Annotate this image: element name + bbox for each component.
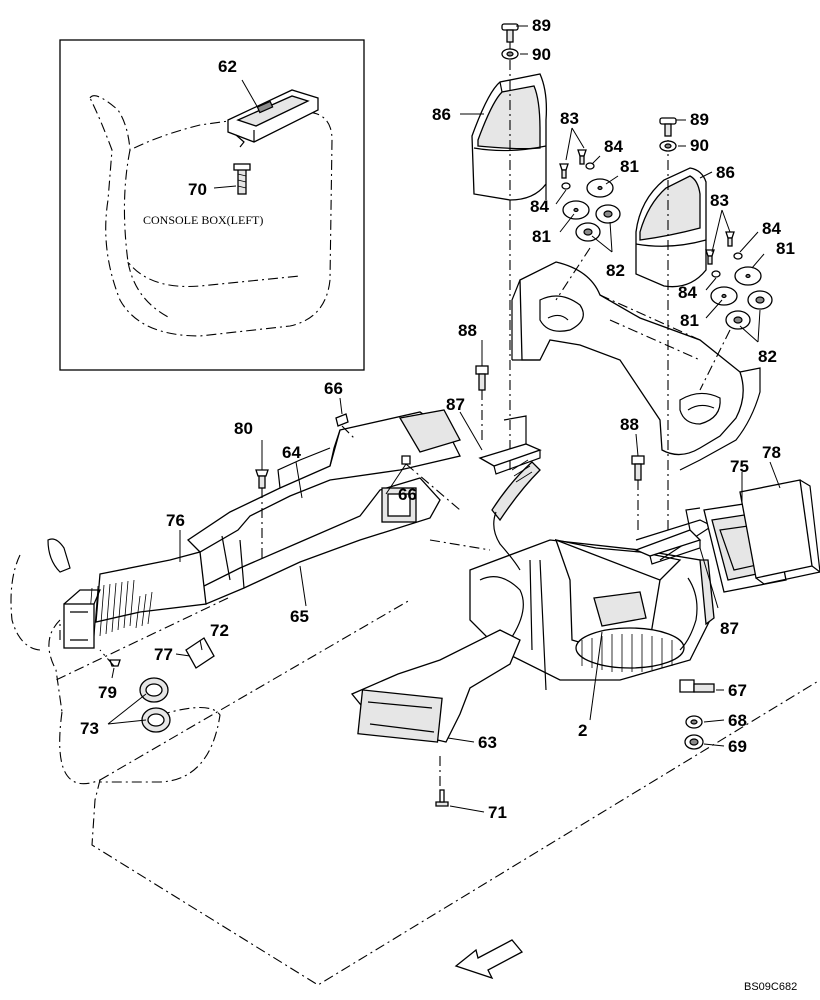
callout-84: 84	[762, 219, 781, 238]
screw-89-left	[501, 23, 519, 43]
inset-frame	[59, 39, 365, 371]
leader-lines	[107, 25, 781, 813]
callout-87: 87	[720, 619, 739, 638]
grommet-73-upper	[139, 677, 169, 703]
cab-upper-frame	[511, 261, 761, 471]
duct-64	[186, 409, 461, 553]
callout-86: 86	[432, 105, 451, 124]
callout-89: 89	[532, 16, 551, 35]
callout-90: 90	[690, 136, 709, 155]
callout-84: 84	[604, 137, 623, 156]
callout-84: 84	[678, 283, 697, 302]
callout-70: 70	[188, 180, 207, 199]
callout-88: 88	[458, 321, 477, 340]
callout-81: 81	[680, 311, 699, 330]
callout-68: 68	[728, 711, 747, 730]
console-box-lower-curve	[127, 261, 171, 319]
callout-89: 89	[690, 110, 709, 129]
duct-76	[47, 538, 207, 649]
console-box-inset: 62 70 CONSOLE BOX(LEFT)	[59, 39, 365, 371]
callout-63: 63	[478, 733, 497, 752]
callout-81: 81	[620, 157, 639, 176]
callout-67: 67	[728, 681, 747, 700]
callout-90: 90	[532, 45, 551, 64]
screw-89-right	[659, 117, 677, 137]
callout-83: 83	[560, 109, 579, 128]
callout-81: 81	[532, 227, 551, 246]
nozzle-fastener-group-left	[559, 149, 621, 242]
inset-label: CONSOLE BOX(LEFT)	[143, 213, 263, 227]
console-box-inner-line	[123, 149, 301, 288]
callout-69: 69	[728, 737, 747, 756]
callout-76: 76	[166, 511, 185, 530]
callout-2: 2	[578, 721, 587, 740]
callout-87: 87	[446, 395, 465, 414]
callout-62: 62	[218, 57, 237, 76]
callout-71: 71	[488, 803, 507, 822]
defroster-nozzle-86-right	[635, 140, 707, 530]
screw-70	[233, 163, 251, 195]
grommet-73-lower	[141, 707, 171, 733]
cover-78	[739, 479, 820, 585]
callout-77: 77	[154, 645, 173, 664]
callout-65: 65	[290, 607, 309, 626]
callout-82: 82	[606, 261, 625, 280]
callout-80: 80	[234, 419, 253, 438]
callout-66: 66	[398, 485, 417, 504]
callout-66: 66	[324, 379, 343, 398]
duct-65	[195, 477, 441, 605]
callout-79: 79	[98, 683, 117, 702]
nozzle-fastener-group-right	[705, 231, 773, 330]
callouts: 89 90 86 83 84 81 84 81 82 89 90 86 83 8…	[80, 16, 795, 822]
callout-84: 84	[530, 197, 549, 216]
callout-78: 78	[762, 443, 781, 462]
callout-82: 82	[758, 347, 777, 366]
callout-73: 73	[80, 719, 99, 738]
bracket-87-left	[478, 415, 542, 475]
callout-81: 81	[776, 239, 795, 258]
heater-unit-2	[469, 459, 715, 691]
callout-83: 83	[710, 191, 729, 210]
callout-64: 64	[282, 443, 301, 462]
callout-75: 75	[730, 457, 749, 476]
defroster-nozzle-86-left	[471, 40, 548, 470]
callout-86: 86	[716, 163, 735, 182]
bracket-87-right	[634, 507, 702, 565]
washer-90-left	[501, 48, 519, 60]
drawing-code: BS09C682	[744, 981, 797, 993]
washer-90-right	[659, 140, 677, 152]
callout-72: 72	[210, 621, 229, 640]
assembly-guide-lines	[99, 247, 731, 790]
console-switch-panel	[227, 89, 319, 148]
console-box-outline	[89, 95, 333, 337]
front-direction-arrow-icon	[454, 939, 524, 980]
duct-63	[350, 629, 521, 743]
callout-88: 88	[620, 415, 639, 434]
hardware-small-parts	[109, 365, 715, 807]
